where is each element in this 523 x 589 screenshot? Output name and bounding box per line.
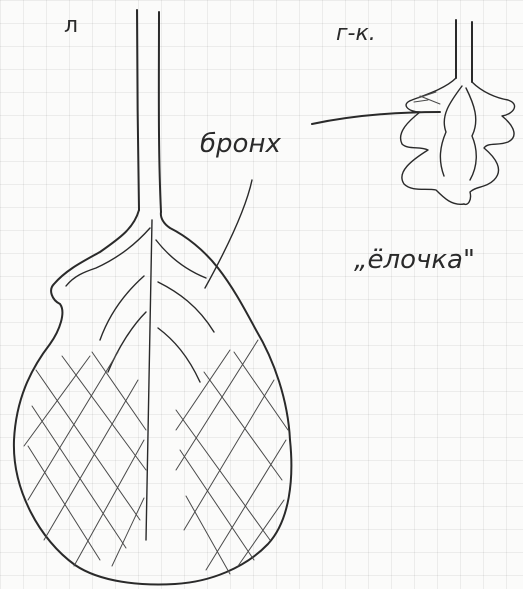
lobule-outline [14, 210, 291, 584]
alveolar-network-left [24, 352, 146, 566]
tree-caption: „ёлочка" [354, 245, 475, 275]
panel-left-label: л [64, 13, 78, 38]
bronchus-pointer-line [312, 112, 440, 124]
branching-bronchioles [66, 220, 214, 540]
bronchus-label: бронх [200, 129, 281, 159]
bronchus-tube [137, 10, 161, 212]
fir-tree-outline [401, 78, 515, 204]
tree-stem [456, 20, 472, 82]
bronchus-label-pointer [205, 180, 252, 288]
panel-right-label: г-к. [336, 21, 376, 46]
